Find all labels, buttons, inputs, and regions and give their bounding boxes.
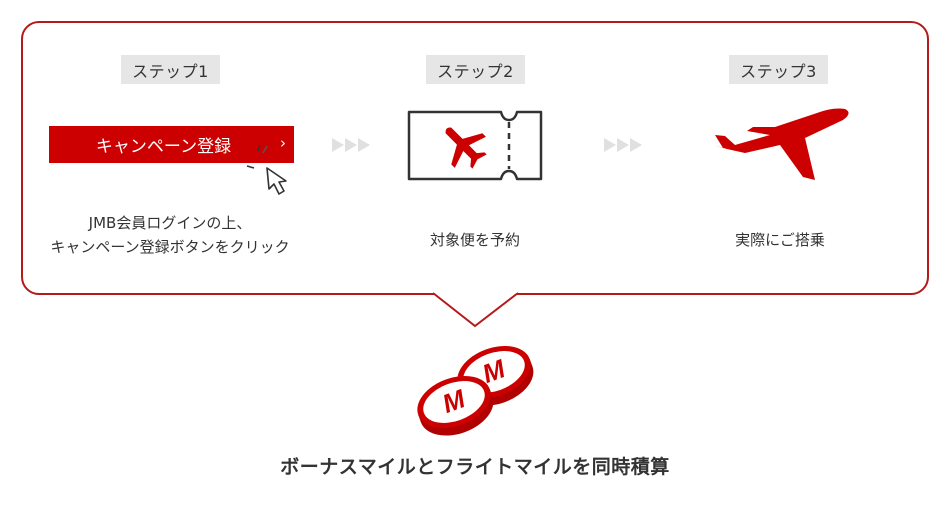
cursor-click-icon [246,145,287,195]
mile-coins-icon: M M [417,345,534,436]
flight-ticket-icon [407,110,543,181]
step-1-description-line-1: JMB会員ログインの上、 [88,214,252,232]
triple-arrow-icon [604,138,642,152]
campaign-register-label: キャンペーン登録 [95,137,232,157]
step-1-description-line-2: キャンペーン登録ボタンをクリック [50,238,290,256]
campaign-register-button[interactable]: キャンペーン登録 › [49,126,294,163]
step-2-description: 対象便を予約 [375,228,575,252]
step-3-label: ステップ3 [729,55,828,84]
step-1-label: ステップ1 [121,55,220,84]
result-text: ボーナスマイルとフライトマイルを同時積算 [280,456,670,478]
step-2-label: ステップ2 [426,55,525,84]
chevron-right-icon: › [280,134,286,152]
step-1-description: JMB会員ログインの上、 キャンペーン登録ボタンをクリック [20,211,320,259]
airplane-takeoff-icon [713,108,849,180]
step-3-description-line-1: 実際にご搭乗 [735,231,825,249]
step-2-description-line-1: 対象便を予約 [429,231,520,249]
step-3-description: 実際にご搭乗 [680,228,880,252]
triple-arrow-icon [332,138,370,152]
